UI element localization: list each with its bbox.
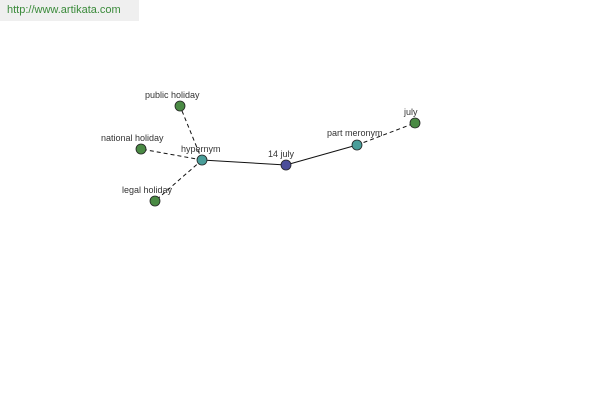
node-partmeronym[interactable] [351,139,363,151]
edge-hypernym-14july [201,159,287,166]
node-legalholiday[interactable] [149,195,161,207]
edge-hypernym-publicholiday [179,105,203,161]
url-banner: http://www.artikata.com [0,0,139,21]
node-label-legalholiday[interactable]: legal holiday [122,185,173,195]
node-label-publicholiday[interactable]: public holiday [145,90,200,100]
node-label-hypernym[interactable]: hypernym [181,144,221,154]
edge-partmeronym-july [356,122,416,146]
graph-edges [140,105,416,202]
edge-hypernym-nationalholiday [140,148,203,161]
node-hypernym[interactable] [196,154,208,166]
node-label-nationalholiday[interactable]: national holiday [101,133,164,143]
site-url-link[interactable]: http://www.artikata.com [7,4,121,16]
edge-14july-partmeronym [285,144,358,166]
edge-hypernym-legalholiday [154,159,203,202]
graph-nodes: 14 july hypernym part meronym public holida… [101,90,421,207]
node-july[interactable] [409,117,421,129]
node-publicholiday[interactable] [174,100,186,112]
node-label-partmeronym[interactable]: part meronym [327,128,383,138]
node-label-july[interactable]: july [403,107,418,117]
node-label-14july[interactable]: 14 july [268,149,295,159]
node-nationalholiday[interactable] [135,143,147,155]
node-14july[interactable] [280,159,292,171]
